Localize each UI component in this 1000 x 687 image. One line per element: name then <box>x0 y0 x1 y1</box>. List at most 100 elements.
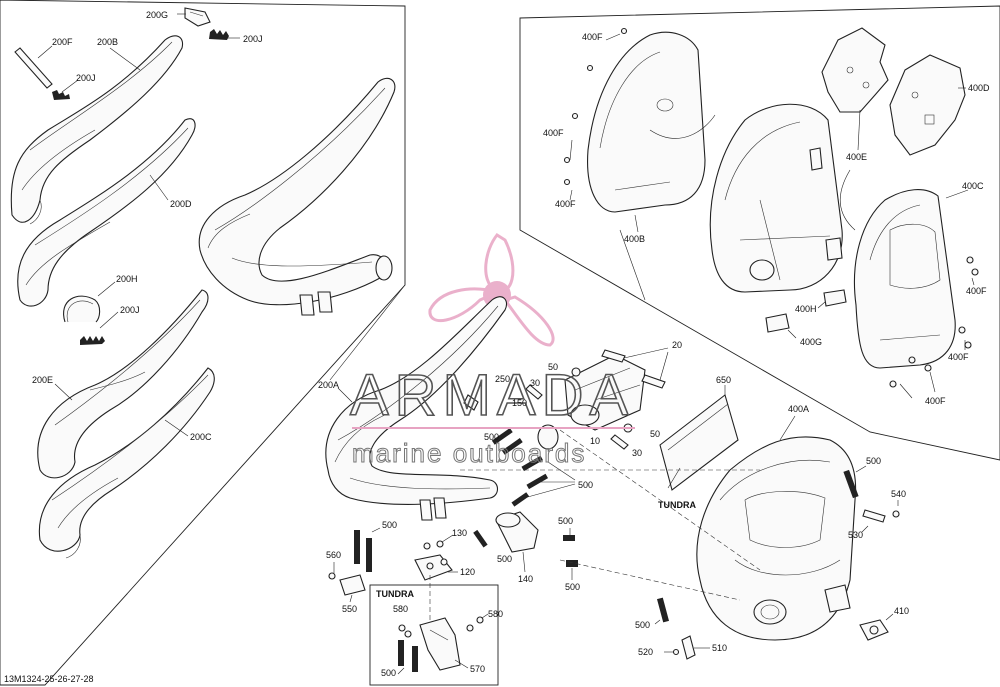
spring-500-left-a <box>354 530 360 564</box>
left-group-frame <box>0 0 406 686</box>
label-400F-3: 400F <box>555 199 576 209</box>
label-150: 150 <box>512 398 527 408</box>
bolt-30-b <box>610 434 629 450</box>
spring-200J-mid <box>52 90 70 100</box>
arrow-400C <box>840 169 856 231</box>
heat-shield-650 <box>659 394 739 491</box>
spring-500-tundra-b <box>412 646 418 672</box>
connector-line-left <box>329 284 406 381</box>
bolt-30 <box>525 384 543 400</box>
spring-500-right <box>843 469 859 499</box>
spring-20-a <box>601 349 626 363</box>
label-500-d: 500 <box>382 520 397 530</box>
label-400E: 400E <box>846 152 867 162</box>
label-400F-5: 400F <box>948 352 969 362</box>
label-200J-mid: 200J <box>76 73 96 83</box>
bolt-580-c <box>476 616 484 624</box>
label-410: 410 <box>894 606 909 616</box>
label-400F-1: 400F <box>582 32 603 42</box>
label-500-h: 500 <box>381 668 396 678</box>
label-10: 10 <box>590 436 600 446</box>
spring-500-tundra-a <box>398 640 404 666</box>
label-400G: 400G <box>800 337 822 347</box>
spring-500-bottom <box>656 597 670 623</box>
bracket-120 <box>414 554 453 581</box>
bolt-540 <box>892 510 900 518</box>
label-400F-2: 400F <box>543 128 564 138</box>
label-30-b: 30 <box>632 448 642 458</box>
label-200B: 200B <box>97 37 118 47</box>
label-500-f: 500 <box>558 516 573 526</box>
rod-200F <box>14 47 53 89</box>
label-200J-low: 200J <box>120 305 140 315</box>
spring-200J-low <box>80 336 105 345</box>
connector-line-right <box>619 229 646 301</box>
label-400C: 400C <box>962 181 984 191</box>
label-200C: 200C <box>190 432 212 442</box>
muffler-shell-400C <box>853 189 956 369</box>
watermark-brand: ARMADA <box>350 363 634 428</box>
callout-labels: 200G 200J 200F 200B 200J 200D 200H 200J … <box>4 10 990 684</box>
muffler-core <box>709 103 843 293</box>
label-500-i: 500 <box>635 620 650 630</box>
clip-530 <box>862 509 886 523</box>
bracket-570 <box>419 617 461 671</box>
heat-shield-200B <box>10 35 184 225</box>
spring-20-b <box>641 374 666 389</box>
label-20: 20 <box>672 340 682 350</box>
bolt-130-a <box>423 542 431 550</box>
label-200G: 200G <box>146 10 168 20</box>
label-500-b: 500 <box>578 480 593 490</box>
coupler-140 <box>495 511 539 553</box>
label-400F-4: 400F <box>966 286 987 296</box>
bolt-580-a <box>398 624 406 632</box>
label-570: 570 <box>470 664 485 674</box>
bolt-580-b <box>404 630 412 638</box>
label-580-a: 580 <box>393 604 408 614</box>
label-50-a: 50 <box>548 362 558 372</box>
label-500-c: 500 <box>866 456 881 466</box>
label-400D: 400D <box>968 83 990 93</box>
label-560: 560 <box>326 550 341 560</box>
bolt-560 <box>328 572 336 580</box>
label-part-code: 13M1324-25-26-27-28 <box>4 674 94 684</box>
watermark-tagline: marine outboards <box>352 438 586 468</box>
arrow-400B <box>649 114 716 139</box>
exhaust-pipe-200A <box>325 296 508 521</box>
springs-500-center <box>491 428 549 507</box>
insulation-plate-400D <box>889 54 966 156</box>
insulation-plate-400E <box>821 27 889 113</box>
exhaust-pipe-assembly-200 <box>198 77 396 316</box>
block-400G <box>765 313 790 333</box>
bolt-130-b <box>436 540 444 548</box>
label-540: 540 <box>891 489 906 499</box>
label-tundra-b: TUNDRA <box>376 589 414 599</box>
label-500-g: 500 <box>565 582 580 592</box>
clamp-ring-200H <box>63 295 101 323</box>
label-510: 510 <box>712 643 727 653</box>
clip-200G <box>184 7 211 27</box>
label-520: 520 <box>638 647 653 657</box>
label-200H: 200H <box>116 274 138 284</box>
label-30: 30 <box>530 378 540 388</box>
label-50-b: 50 <box>650 429 660 439</box>
label-400B: 400B <box>624 234 645 244</box>
bolt-520 <box>672 648 680 656</box>
label-200D: 200D <box>170 199 192 209</box>
label-tundra-a: TUNDRA <box>658 500 696 510</box>
label-530: 530 <box>848 530 863 540</box>
label-120: 120 <box>460 567 475 577</box>
label-250: 250 <box>495 374 510 384</box>
label-140: 140 <box>518 574 533 584</box>
block-400H <box>823 289 847 307</box>
label-650: 650 <box>716 375 731 385</box>
clip-510 <box>681 635 696 660</box>
label-580-b: 580 <box>488 609 503 619</box>
right-group-frame <box>519 5 1000 461</box>
bolt-250 <box>463 394 479 411</box>
label-500-e: 500 <box>497 554 512 564</box>
bolt-580-d <box>466 624 474 632</box>
grommet-410 <box>859 619 889 641</box>
label-400H: 400H <box>795 304 817 314</box>
